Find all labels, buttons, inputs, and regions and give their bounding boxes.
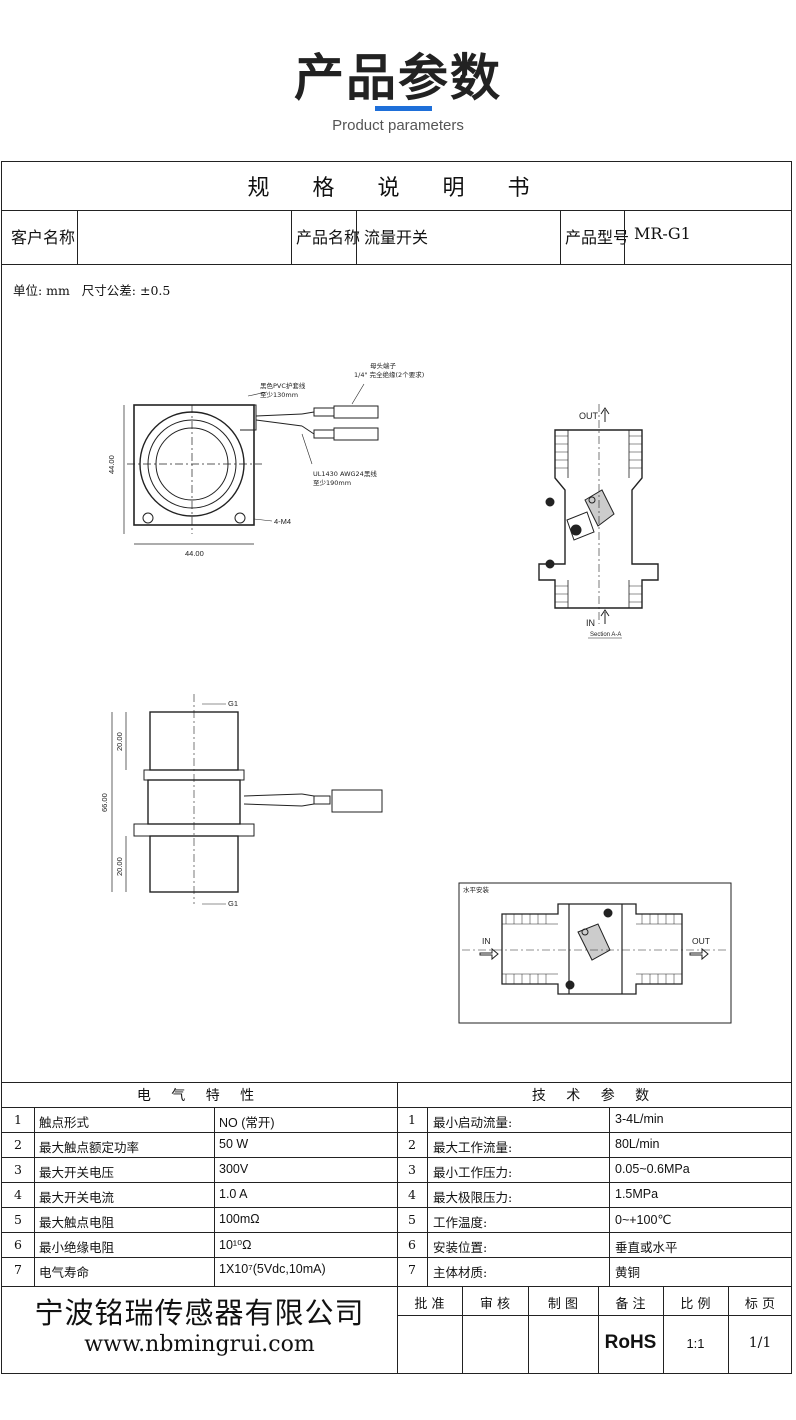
front-dim-width: 44.00 bbox=[185, 549, 204, 558]
divider bbox=[2, 210, 792, 211]
electrical-row-name: 最大开关电流 bbox=[39, 1190, 115, 1205]
technical-row-value: 垂直或水平 bbox=[615, 1241, 678, 1255]
technical-row-name: 最大极限压力: bbox=[433, 1190, 513, 1205]
technical-row-number: 7 bbox=[408, 1262, 416, 1277]
electrical-row-number: 5 bbox=[14, 1212, 22, 1227]
divider bbox=[77, 210, 78, 264]
divider bbox=[560, 210, 561, 264]
divider bbox=[624, 210, 625, 264]
section-out-label: OUT bbox=[579, 411, 599, 421]
technical-drawing: 44.00 44.00 4-M4 黑色PVC护套线 至少130mm 母头端子 1… bbox=[100, 361, 732, 1024]
technical-row-name: 主体材质: bbox=[433, 1265, 488, 1280]
front-wire-note-2: UL1430 AWG24黑线 bbox=[313, 469, 377, 478]
technical-row-name: 最小启动流量: bbox=[433, 1115, 513, 1130]
electrical-row-value: 100mΩ bbox=[219, 1212, 260, 1226]
divider bbox=[356, 210, 357, 264]
company-website: www.nbmingrui.com bbox=[84, 1332, 315, 1357]
electrical-row-name: 最大触点额定功率 bbox=[39, 1140, 140, 1155]
review-label: 审 核 bbox=[479, 1297, 511, 1312]
technical-row-number: 4 bbox=[408, 1187, 416, 1202]
side-dim-bottom: 20.00 bbox=[115, 857, 124, 876]
section-view bbox=[538, 404, 659, 639]
rohs-mark: RoHS bbox=[604, 1332, 657, 1353]
remark-label: 备 注 bbox=[615, 1297, 646, 1312]
technical-row-number: 3 bbox=[408, 1162, 416, 1177]
scale-label: 比 例 bbox=[680, 1297, 711, 1312]
side-thread-top: G1 bbox=[228, 699, 238, 708]
title-accent-bar bbox=[375, 106, 432, 111]
technical-row-name: 工作温度: bbox=[433, 1215, 488, 1230]
technical-row-number: 5 bbox=[408, 1212, 416, 1227]
front-view bbox=[123, 383, 379, 545]
electrical-row-value: 10¹⁰Ω bbox=[219, 1238, 252, 1252]
front-terminal-note-b: 1/4" 完全绝缘(2个要求) bbox=[354, 370, 424, 379]
side-view bbox=[111, 694, 383, 905]
technical-row-name: 最大工作流量: bbox=[433, 1140, 513, 1155]
technical-row-value: 80L/min bbox=[615, 1137, 660, 1151]
electrical-row-value: 50 W bbox=[219, 1137, 249, 1151]
sheet-title: 规 格 说 明 书 bbox=[247, 176, 548, 201]
technical-row-value: 0~+100℃ bbox=[615, 1213, 672, 1227]
side-dim-top: 20.00 bbox=[115, 732, 124, 751]
electrical-row-number: 4 bbox=[14, 1187, 22, 1202]
page-title: 产品参数 bbox=[294, 49, 502, 107]
technical-row-value: 0.05~0.6MPa bbox=[615, 1162, 690, 1176]
electrical-row-value: NO (常开) bbox=[219, 1116, 275, 1130]
technical-row-value: 1.5MPa bbox=[615, 1187, 659, 1201]
side-thread-bottom: G1 bbox=[228, 899, 238, 908]
electrical-row-value: 1X10⁷(5Vdc,10mA) bbox=[219, 1262, 326, 1276]
electrical-row-number: 1 bbox=[14, 1112, 22, 1127]
page-value: 1/1 bbox=[748, 1335, 772, 1351]
customer-label: 客户名称 bbox=[11, 228, 76, 247]
company-name: 宁波铭瑞传感器有限公司 bbox=[34, 1296, 365, 1330]
horizontal-out-label: OUT bbox=[692, 936, 710, 946]
front-terminal-note: 母头端子 bbox=[370, 361, 397, 370]
section-caption: Section A-A bbox=[590, 632, 621, 638]
electrical-row-name: 最大触点电阻 bbox=[39, 1215, 115, 1230]
divider bbox=[2, 264, 792, 265]
model-value: MR-G1 bbox=[634, 224, 691, 243]
technical-row-number: 2 bbox=[408, 1137, 416, 1152]
technical-row-number: 6 bbox=[408, 1237, 416, 1252]
technical-row-value: 3-4L/min bbox=[615, 1112, 664, 1126]
side-dim-total: 66.00 bbox=[100, 793, 109, 812]
page-subtitle: Product parameters bbox=[332, 117, 464, 134]
technical-row-name: 最小工作压力: bbox=[433, 1165, 513, 1180]
page-label: 标 页 bbox=[744, 1297, 776, 1312]
unit-note: 单位: mm 尺寸公差: ±0.5 bbox=[13, 283, 171, 298]
horizontal-in-label: IN bbox=[482, 936, 491, 946]
specification-sheet: 规 格 说 明 书 客户名称 产品名称 流量开关 产品型号 MR-G1 单位: … bbox=[1, 161, 792, 1374]
section-in-label: IN bbox=[586, 618, 595, 628]
scale-value: 1:1 bbox=[686, 1336, 705, 1351]
technical-row-number: 1 bbox=[408, 1112, 416, 1127]
electrical-row-number: 3 bbox=[14, 1162, 22, 1177]
front-wire-note-2b: 至少190mm bbox=[313, 479, 351, 487]
divider bbox=[291, 210, 292, 264]
technical-row-name: 安装位置: bbox=[433, 1240, 488, 1255]
draw-label: 制 图 bbox=[547, 1297, 579, 1312]
electrical-row-value: 300V bbox=[219, 1162, 249, 1176]
model-label: 产品型号 bbox=[565, 228, 630, 247]
electrical-row-value: 1.0 A bbox=[219, 1187, 248, 1201]
front-wire-note-1b: 至少130mm bbox=[260, 391, 298, 399]
electrical-row-number: 2 bbox=[14, 1137, 22, 1152]
electrical-row-number: 7 bbox=[14, 1262, 22, 1277]
electrical-row-name: 最大开关电压 bbox=[39, 1165, 115, 1180]
front-dim-height: 44.00 bbox=[107, 455, 116, 474]
approve-label: 批 准 bbox=[414, 1297, 445, 1312]
electrical-row-name: 触点形式 bbox=[39, 1115, 90, 1130]
front-wire-note-1: 黑色PVC护套线 bbox=[260, 381, 306, 390]
product-name-value: 流量开关 bbox=[364, 228, 429, 247]
divider bbox=[397, 1082, 398, 1286]
horizontal-view bbox=[458, 882, 732, 1024]
electrical-title: 电 气 特 性 bbox=[136, 1088, 263, 1104]
electrical-row-number: 6 bbox=[14, 1237, 22, 1252]
front-holes: 4-M4 bbox=[274, 517, 291, 526]
technical-row-value: 黄铜 bbox=[615, 1266, 641, 1280]
technical-title: 技 术 参 数 bbox=[531, 1088, 658, 1104]
electrical-row-name: 电气寿命 bbox=[39, 1265, 90, 1280]
product-name-label: 产品名称 bbox=[296, 228, 361, 247]
horizontal-view-title: 水平安装 bbox=[463, 885, 490, 894]
electrical-row-name: 最小绝缘电阻 bbox=[39, 1240, 115, 1255]
